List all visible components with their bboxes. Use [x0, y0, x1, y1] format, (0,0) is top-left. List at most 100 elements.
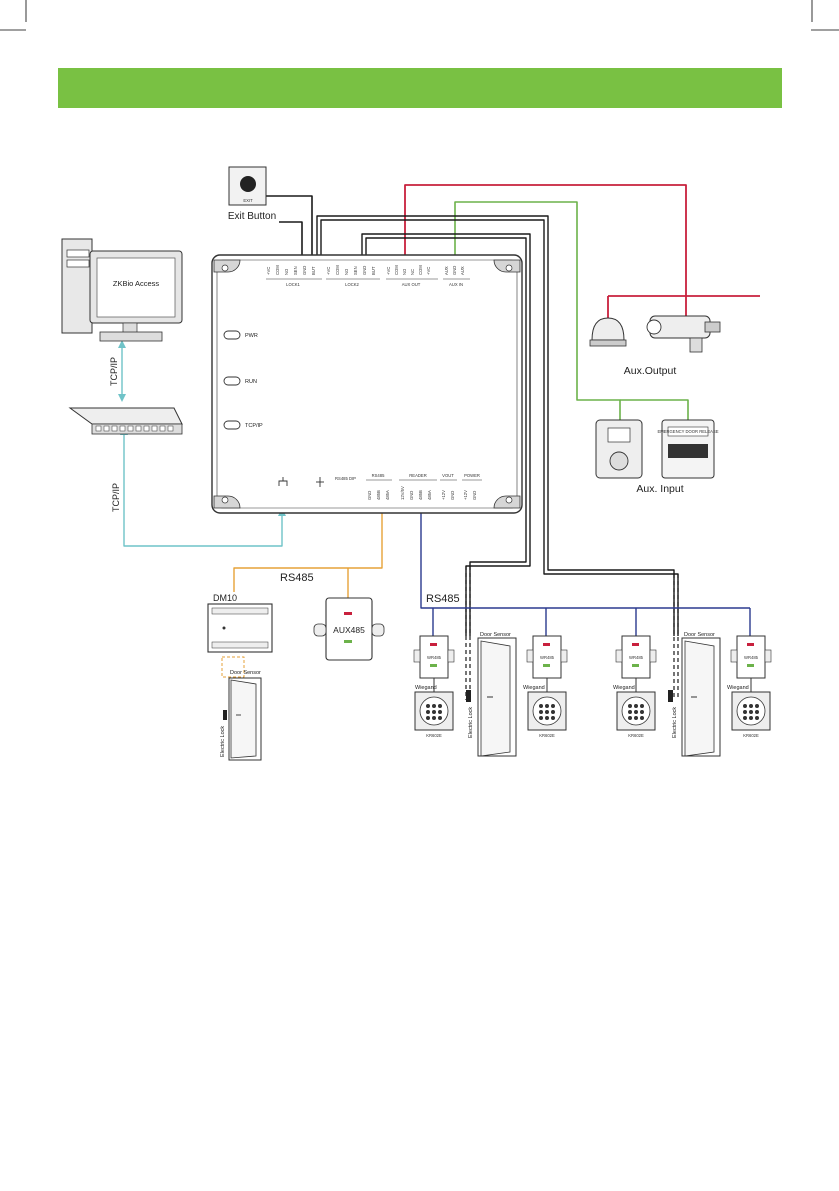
tcp-ip-upper-label: TCP/IP: [109, 357, 119, 386]
aux485-label: AUX485: [333, 625, 365, 635]
led-label-run: RUN: [245, 379, 257, 385]
network-switch: [68, 407, 183, 435]
dm10-door: [223, 677, 262, 761]
aux-out-pin: NO: [402, 268, 407, 275]
reader-pin: GND: [409, 491, 414, 500]
wires: [121, 184, 760, 700]
led-indicators: PWR RUN TCP/IP: [223, 330, 263, 430]
aux-in-pin: GND: [452, 266, 457, 275]
door-2-sensor-label: Door Sensor: [684, 632, 715, 638]
aux485-module: AUX485: [313, 597, 385, 661]
wr485-label: WR485: [540, 655, 555, 660]
reader-group-2: WR485 Wiegand KR602E: [523, 635, 568, 738]
wiegand-label: Wiegand: [523, 685, 545, 691]
power-pin: +12V: [463, 490, 468, 500]
wiegand-label: Wiegand: [415, 685, 437, 691]
rs485-pin: 485A: [385, 490, 390, 500]
lock2-pin: COM: [335, 265, 340, 275]
lock2-pin: +VC: [326, 267, 331, 275]
aux-out-pin: NC: [410, 269, 415, 275]
reader-group-1: WR485 Wiegand KR602E: [413, 635, 455, 738]
aux-out-pin: COM: [394, 265, 399, 275]
keypad-label: KR602E: [628, 733, 644, 738]
pc-computer: ZKBio Access: [61, 238, 183, 342]
pir-sensor-icon: [595, 419, 643, 479]
rs485-pin: GND: [367, 491, 372, 500]
reader-pin: 485A: [427, 490, 432, 500]
lock1-title: LOCK1: [286, 282, 300, 287]
reader-group-4: WR485 Wiegand KR602E: [727, 635, 772, 738]
aux-input-label: Aux. Input: [636, 483, 683, 495]
wiegand-label: Wiegand: [727, 685, 749, 691]
vout-pin: GND: [450, 491, 455, 500]
exit-button-device: EXIT: [228, 166, 267, 206]
reader-pin: 12V/5V: [400, 486, 405, 500]
cctv-camera-icon: [646, 315, 721, 353]
aux-out-pin: +VC: [426, 267, 431, 275]
dm10-door-sensor-label: Door Sensor: [230, 670, 261, 676]
lock2-pin: BUT: [371, 266, 376, 275]
reader-group-3: WR485 Wiegand KR602E: [613, 635, 657, 738]
door-1-sensor-label: Door Sensor: [480, 632, 511, 638]
led-label-pwr: PWR: [245, 333, 258, 339]
power-title: POWER: [464, 473, 480, 478]
lock2-pin: NO: [344, 268, 349, 275]
dip-switch-icon: [316, 477, 324, 487]
emergency-release-text: EMERGENCY DOOR RELEASE: [657, 429, 718, 434]
emergency-release-icon: EMERGENCY DOOR RELEASE: [657, 419, 719, 479]
aux-in-terminal: AUX GND AUX AUX IN: [443, 266, 470, 287]
dm10-label: DM10: [213, 593, 237, 603]
lock1-pin: GND: [302, 266, 307, 275]
door-1-electric-lock-label: Electric Lock: [468, 707, 474, 738]
dm10-electric-lock-label: Electric Lock: [220, 726, 226, 757]
rs485-dip-label: RS485 DIP: [335, 476, 356, 481]
lock2-pin: GND: [362, 266, 367, 275]
rs485-pin: 485B: [376, 490, 381, 500]
aux-out-pin: +VC: [386, 267, 391, 275]
aux-in-pin: AUX: [444, 266, 449, 275]
crop-marks: [0, 0, 839, 31]
keypad-label: KR602E: [426, 733, 442, 738]
exit-button-caption: EXIT: [243, 198, 253, 203]
power-pin: GND: [472, 491, 477, 500]
aux-out-terminal: +VC COM NO NC COM +VC AUX OUT: [386, 265, 438, 287]
tcp-ip-lower-label: TCP/IP: [111, 483, 121, 512]
lock1-pin: +VC: [266, 267, 271, 275]
door-1: Door Sensor Electric Lock: [466, 632, 517, 757]
lock1-terminal: +VC COM NO SEN GND BUT LOCK1: [266, 265, 322, 287]
wr485-label: WR485: [744, 655, 759, 660]
rs485-right-label: RS485: [426, 593, 460, 605]
header-band: [58, 68, 782, 108]
reader-pin: 485B: [418, 490, 423, 500]
pc-app-name: ZKBio Access: [113, 279, 160, 288]
aux-out-title: AUX OUT: [402, 282, 421, 287]
door-2-electric-lock-label: Electric Lock: [672, 707, 678, 738]
exit-button-label: Exit Button: [228, 211, 276, 222]
lock1-pin: BUT: [311, 266, 316, 275]
wr485-label: WR485: [427, 655, 442, 660]
keypad-label: KR602E: [539, 733, 555, 738]
reader-terminal: READER 12V/5V GND 485B 485A: [399, 473, 437, 500]
rs485-terminal: RS485 GND 485B 485A: [366, 473, 392, 500]
vout-title: VOUT: [442, 473, 454, 478]
lock1-pin: SEN: [293, 266, 298, 275]
aux-out-pin: COM: [418, 265, 423, 275]
rs485-title: RS485: [372, 473, 385, 478]
ethernet-port-icon: [278, 477, 288, 486]
aux-output-label: Aux.Output: [624, 365, 677, 377]
reader-title: READER: [409, 473, 426, 478]
lock2-title: LOCK2: [345, 282, 359, 287]
vout-terminal: VOUT +12V GND: [440, 473, 457, 500]
control-panel: +VC COM NO SEN GND BUT LOCK1 +VC COM NO …: [211, 254, 523, 514]
rs485-left-label: RS485: [280, 572, 314, 584]
wr485-label: WR485: [629, 655, 644, 660]
lock2-terminal: +VC COM NO SEN GND BUT LOCK2: [326, 265, 380, 287]
keypad-label: KR602E: [743, 733, 759, 738]
aux-in-title: AUX IN: [449, 282, 463, 287]
dm10-module: [207, 603, 273, 653]
aux-in-pin: AUX: [460, 266, 465, 275]
power-terminal: POWER +12V GND: [462, 473, 482, 500]
lock1-pin: COM: [275, 265, 280, 275]
siren-icon: [589, 317, 627, 347]
